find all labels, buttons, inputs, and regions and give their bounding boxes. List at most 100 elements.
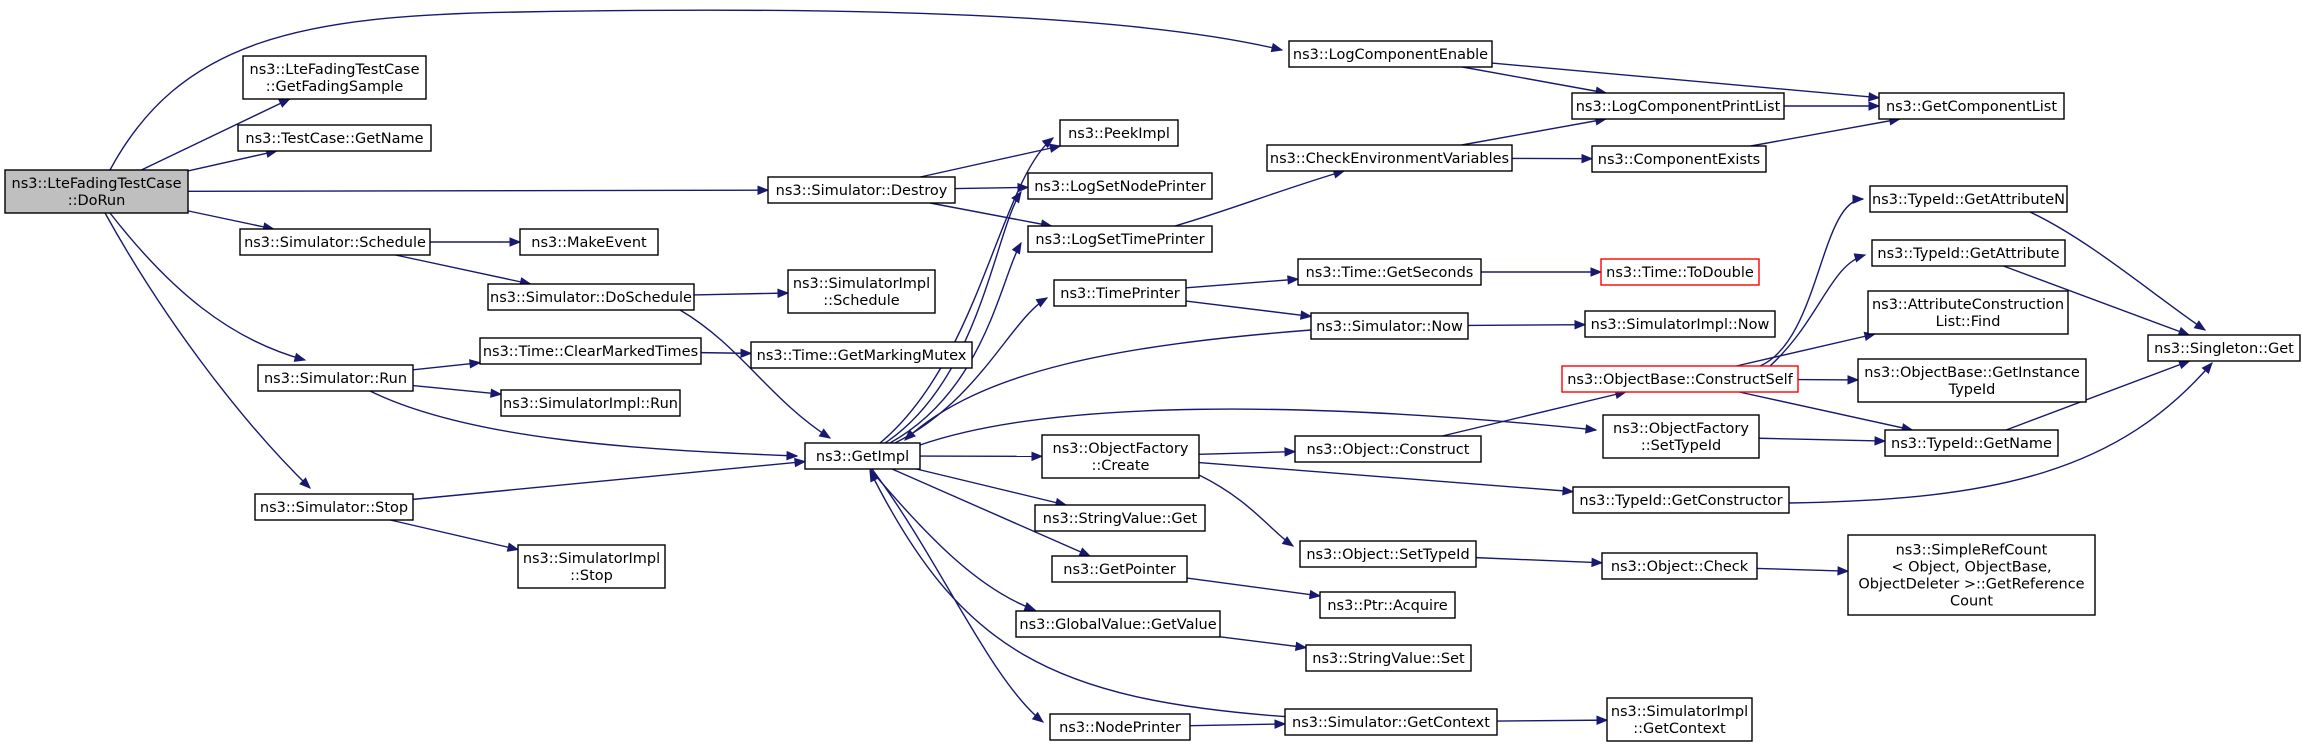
edge-typeid_getattribute-to-singleton_get-arrowhead xyxy=(2177,326,2191,336)
node-getmarkingmutex[interactable]: ns3::Time::GetMarkingMutex xyxy=(750,341,973,369)
node-getcomponentlist[interactable]: ns3::GetComponentList xyxy=(1878,92,2065,120)
node-clearmarkedtimes[interactable]: ns3::Time::ClearMarkedTimes xyxy=(479,337,702,365)
node-label: ns3::TypeId::GetAttribute xyxy=(1877,246,2059,262)
node-label: ns3::MakeEvent xyxy=(531,235,647,251)
node-simimpl-run[interactable]: ns3::SimulatorImpl::Run xyxy=(500,389,681,417)
node-box xyxy=(1602,414,1760,459)
node-simimpl-now[interactable]: ns3::SimulatorImpl::Now xyxy=(1584,310,1776,338)
node-box xyxy=(1284,708,1498,736)
edge-objbase_constructself-to-typeid_getattributen xyxy=(1759,198,1864,367)
node-sim-schedule[interactable]: ns3::Simulator::Schedule xyxy=(239,228,431,256)
node-label: ns3::GetPointer xyxy=(1063,562,1176,578)
node-makeevent[interactable]: ns3::MakeEvent xyxy=(519,228,659,256)
node-getfadingsample[interactable]: ns3::LteFadingTestCase::GetFadingSample xyxy=(242,55,427,100)
node-simimpl-schedule[interactable]: ns3::SimulatorImpl::Schedule xyxy=(787,269,936,314)
node-box xyxy=(1869,185,2068,213)
node-label: ns3::GlobalValue::GetValue xyxy=(1019,617,1216,633)
edge-typeid_getconstructor-to-singleton_get xyxy=(1788,362,2213,504)
node-checkenvvars[interactable]: ns3::CheckEnvironmentVariables xyxy=(1266,144,1513,172)
node-box xyxy=(750,341,973,369)
edge-componentexists-to-getcomponentlist xyxy=(1750,118,1900,147)
node-object-settypeid[interactable]: ns3::Object::SetTypeId xyxy=(1299,540,1477,568)
edge-sim_destroy-to-logsetnodeprinter xyxy=(954,186,1029,190)
node-box xyxy=(804,442,921,470)
edge-object_check-to-simplerefcount-arrowhead xyxy=(1837,566,1850,576)
node-getpointer[interactable]: ns3::GetPointer xyxy=(1051,555,1188,583)
edge-sim_run-to-getimpl xyxy=(369,390,798,457)
edge-sim_stop-to-getimpl xyxy=(412,460,806,501)
node-label: ns3::ObjectBase::ConstructSelf xyxy=(1567,372,1793,388)
node-time-todouble[interactable]: ns3::Time::ToDouble xyxy=(1600,258,1760,286)
edge-sim_doschedule-to-simimpl_schedule xyxy=(693,292,789,296)
edge-sim_getcontext-to-getimpl xyxy=(869,470,1291,718)
node-singleton-get[interactable]: ns3::Singleton::Get xyxy=(2147,334,2301,362)
node-nodeprinter[interactable]: ns3::NodePrinter xyxy=(1049,713,1191,741)
edge-sim_run-to-clearmarkedtimes-arrowhead xyxy=(469,359,482,369)
node-object-check[interactable]: ns3::Object::Check xyxy=(1601,552,1758,580)
node-label: ::SetTypeId xyxy=(1641,438,1721,454)
node-box xyxy=(1584,310,1776,338)
edge-timeprinter-to-time_getseconds-arrowhead xyxy=(1287,275,1300,285)
edge-timeprinter-to-sim_now-arrowhead xyxy=(1300,310,1313,320)
edge-getimpl-to-timeprinter xyxy=(894,297,1048,444)
edge-sim_run-to-simimpl_run xyxy=(412,384,502,395)
edge-logcomponentprintlist-to-getcomponentlist-arrowhead xyxy=(1868,101,1881,111)
node-logsetnodeprinter[interactable]: ns3::LogSetNodePrinter xyxy=(1027,172,1213,200)
node-objfactory-create[interactable]: ns3::ObjectFactory::Create xyxy=(1041,434,1200,479)
node-label: ::GetFadingSample xyxy=(266,79,404,95)
node-simimpl-getcontext[interactable]: ns3::SimulatorImpl::GetContext xyxy=(1606,697,1753,742)
node-logsettimeprinter[interactable]: ns3::LogSetTimePrinter xyxy=(1027,225,1213,253)
node-typeid-getattribute[interactable]: ns3::TypeId::GetAttribute xyxy=(1871,239,2066,267)
node-simplerefcount[interactable]: ns3::SimpleRefCount< Object, ObjectBase,… xyxy=(1847,534,2096,616)
node-testcase-getname[interactable]: ns3::TestCase::GetName xyxy=(237,124,432,152)
node-stringvalue-get[interactable]: ns3::StringValue::Get xyxy=(1034,504,1206,532)
edge-clearmarkedtimes-to-getmarkingmutex-arrowhead xyxy=(740,348,753,358)
node-getimpl[interactable]: ns3::GetImpl xyxy=(804,442,921,470)
node-label: ns3::SimulatorImpl::Now xyxy=(1591,317,1770,333)
node-timeprinter[interactable]: ns3::TimePrinter xyxy=(1053,279,1187,307)
node-sim-now[interactable]: ns3::Simulator::Now xyxy=(1310,312,1469,340)
edge-dorun-to-sim_destroy xyxy=(187,189,769,193)
node-sim-getcontext[interactable]: ns3::Simulator::GetContext xyxy=(1284,708,1498,736)
edge-sim_run-to-getimpl-arrowhead xyxy=(786,450,799,461)
node-typeid-getattributen[interactable]: ns3::TypeId::GetAttributeN xyxy=(1869,185,2068,213)
edge-object_settypeid-to-object_check-arrowhead xyxy=(1591,557,1604,568)
node-box xyxy=(1288,40,1493,68)
edge-getimpl-to-peekimpl xyxy=(879,137,1054,444)
node-box xyxy=(1310,312,1469,340)
node-objfactory-settypeid[interactable]: ns3::ObjectFactory::SetTypeId xyxy=(1602,414,1760,459)
node-simimpl-stop[interactable]: ns3::SimulatorImpl::Stop xyxy=(517,544,666,589)
node-dorun[interactable]: ns3::LteFadingTestCase::DoRun xyxy=(4,169,189,214)
node-typeid-getname[interactable]: ns3::TypeId::GetName xyxy=(1884,429,2059,457)
node-typeid-getconstructor[interactable]: ns3::TypeId::GetConstructor xyxy=(1572,486,1790,514)
node-stringvalue-set[interactable]: ns3::StringValue::Set xyxy=(1305,644,1472,672)
node-sim-run[interactable]: ns3::Simulator::Run xyxy=(257,364,414,392)
node-ptr-acquire[interactable]: ns3::Ptr::Acquire xyxy=(1319,591,1456,619)
edge-object_check-to-simplerefcount xyxy=(1756,567,1849,572)
edge-checkenvvars-to-componentexists-arrowhead xyxy=(1581,153,1594,164)
node-box xyxy=(1606,697,1753,742)
edge-objbase_constructself-to-typeid_getattributen-arrowhead xyxy=(1852,194,1865,204)
edge-typeid_getattributen-to-singleton_get-arrowhead xyxy=(2193,320,2207,331)
node-time-getseconds[interactable]: ns3::Time::GetSeconds xyxy=(1297,258,1482,286)
node-sim-doschedule[interactable]: ns3::Simulator::DoSchedule xyxy=(487,283,695,311)
edge-objbase_constructself-to-typeid_getattribute-arrowhead xyxy=(1853,253,1867,263)
node-box xyxy=(1319,591,1456,619)
node-label: ns3::AttributeConstruction xyxy=(1872,297,2064,313)
edge-dorun-to-logcomponentenable xyxy=(109,9,1283,171)
node-peekimpl[interactable]: ns3::PeekImpl xyxy=(1059,119,1179,147)
node-logcomponentenable[interactable]: ns3::LogComponentEnable xyxy=(1288,40,1493,68)
edge-objfactory_create-to-object_settypeid-arrowhead xyxy=(1281,536,1295,547)
node-sim-destroy[interactable]: ns3::Simulator::Destroy xyxy=(767,176,956,204)
node-logcomponentprintlist[interactable]: ns3::LogComponentPrintList xyxy=(1571,92,1785,120)
node-sim-stop[interactable]: ns3::Simulator::Stop xyxy=(254,493,414,521)
node-objbase-constructself[interactable]: ns3::ObjectBase::ConstructSelf xyxy=(1561,365,1799,393)
edge-timeprinter-to-time_getseconds xyxy=(1185,278,1299,289)
edge-getimpl-to-objfactory_settypeid xyxy=(919,408,1597,446)
node-object-construct[interactable]: ns3::Object::Construct xyxy=(1294,435,1482,463)
node-globalvalue-getvalue[interactable]: ns3::GlobalValue::GetValue xyxy=(1015,610,1221,638)
node-box xyxy=(1871,239,2066,267)
node-componentexists[interactable]: ns3::ComponentExists xyxy=(1591,145,1767,173)
